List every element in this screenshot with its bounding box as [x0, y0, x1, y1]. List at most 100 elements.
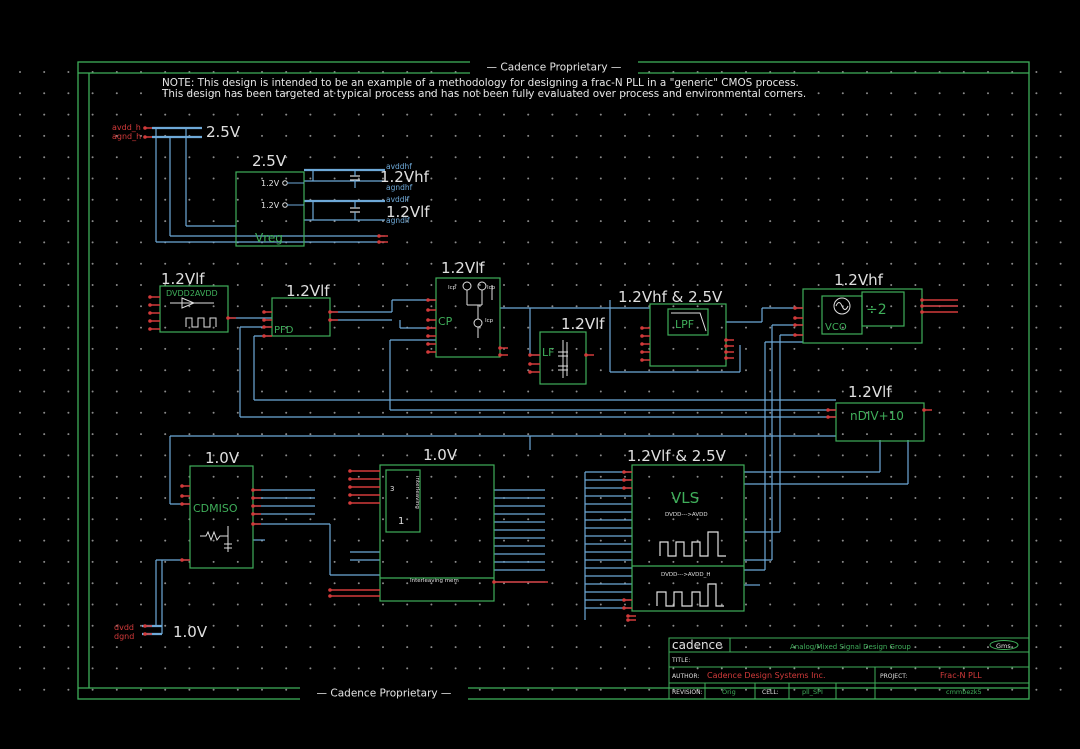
grid-dot: [648, 198, 651, 201]
grid-dot: [357, 156, 360, 159]
grid-dot: [212, 497, 215, 499]
pin-terminal: [640, 342, 644, 346]
grid-dot: [841, 497, 844, 499]
ndiv-block[interactable]: [835, 402, 925, 442]
grid-dot: [575, 369, 578, 372]
grid-dot: [624, 198, 626, 201]
grid-dot: [624, 284, 626, 286]
grid-dot: [1011, 560, 1014, 563]
grid-dot: [551, 262, 554, 265]
grid-dot: [745, 347, 747, 350]
lpf-block[interactable]: [649, 303, 727, 367]
grid-dot: [1011, 284, 1014, 286]
grid-dot: [236, 113, 239, 116]
grid-dot: [987, 582, 989, 585]
grid-dot: [890, 646, 893, 649]
cdmiso-block[interactable]: [189, 465, 254, 569]
revision-label: REVISION:: [672, 689, 703, 696]
pfd-block[interactable]: [271, 297, 331, 337]
interleaving-pin2: 1: [398, 516, 404, 527]
grid-dot: [575, 688, 578, 691]
grid-dot: [841, 92, 844, 95]
grid-dot: [188, 305, 191, 308]
grid-dot: [261, 284, 263, 286]
grid-dot: [793, 390, 796, 393]
grid-dot: [91, 518, 94, 521]
grid-dot: [720, 284, 723, 286]
grid-dot: [406, 177, 409, 180]
grid-dot: [115, 582, 118, 585]
grid-dot: [720, 177, 723, 180]
vls-name: VLS: [671, 489, 699, 507]
grid-dot: [648, 560, 651, 563]
grid-dot: [841, 177, 844, 180]
grid-dot: [745, 220, 747, 223]
grid-dot: [285, 113, 288, 116]
grid-dot: [140, 220, 142, 223]
interleaving-block[interactable]: [379, 464, 495, 602]
interleaving-side-label: interleaving: [414, 476, 420, 509]
vco-block[interactable]: [802, 288, 923, 344]
grid-dot: [527, 646, 530, 649]
grid-dot: [503, 326, 505, 329]
grid-dot: [599, 390, 602, 393]
grid-dot: [285, 262, 288, 265]
grid-dot: [454, 305, 457, 308]
grid-dot: [696, 497, 699, 499]
grid-dot: [817, 454, 820, 457]
grid-dot: [866, 284, 868, 286]
lf-block[interactable]: [539, 331, 587, 385]
grid-dot: [841, 433, 844, 436]
grid-dot: [261, 369, 263, 372]
grid-dot: [987, 198, 989, 201]
grid-dot: [890, 582, 893, 585]
grid-dot: [503, 475, 505, 478]
grid-dot: [454, 369, 457, 372]
grid-dot: [938, 177, 941, 180]
cp-block[interactable]: [435, 277, 501, 358]
grid-dot: [841, 113, 844, 116]
vls-block[interactable]: [631, 464, 745, 612]
grid-dot: [19, 262, 21, 265]
grid-dot: [67, 326, 70, 329]
grid-dot: [599, 92, 602, 95]
grid-dot: [91, 603, 94, 606]
grid-dot: [987, 326, 989, 329]
grid-dot: [115, 603, 118, 606]
vreg-out2-label: 1.2V: [261, 201, 280, 210]
grid-dot: [115, 113, 118, 116]
grid-dot: [430, 475, 433, 478]
grid-dot: [672, 369, 675, 372]
grid-dot: [43, 326, 46, 329]
pin-terminal: [148, 311, 152, 315]
grid-dot: [382, 603, 384, 606]
vreg-block[interactable]: [235, 171, 305, 247]
grid-dot: [430, 497, 433, 499]
grid-dot: [1011, 347, 1014, 350]
grid-dot: [962, 411, 965, 414]
pin-terminal: [328, 594, 332, 598]
grid-dot: [164, 688, 167, 691]
grid-dot: [527, 475, 530, 478]
grid-dot: [551, 497, 554, 499]
grid-dot: [720, 582, 723, 585]
dvdd2avdd-block[interactable]: [159, 285, 229, 333]
grid-dot: [236, 262, 239, 265]
grid-dot: [1011, 454, 1014, 457]
pin-terminal: [262, 310, 266, 314]
grid-dot: [212, 305, 215, 308]
grid-dot: [430, 220, 433, 223]
grid-dot: [19, 646, 21, 649]
grid-dot: [938, 603, 941, 606]
grid-dot: [333, 433, 336, 436]
grid-dot: [720, 369, 723, 372]
grid-dot: [333, 603, 336, 606]
grid-dot: [67, 369, 70, 372]
grid-dot: [115, 454, 118, 457]
grid-dot: [1059, 92, 1062, 95]
grid-dot: [261, 667, 263, 670]
grid-dot: [696, 305, 699, 308]
grid-dot: [696, 177, 699, 180]
